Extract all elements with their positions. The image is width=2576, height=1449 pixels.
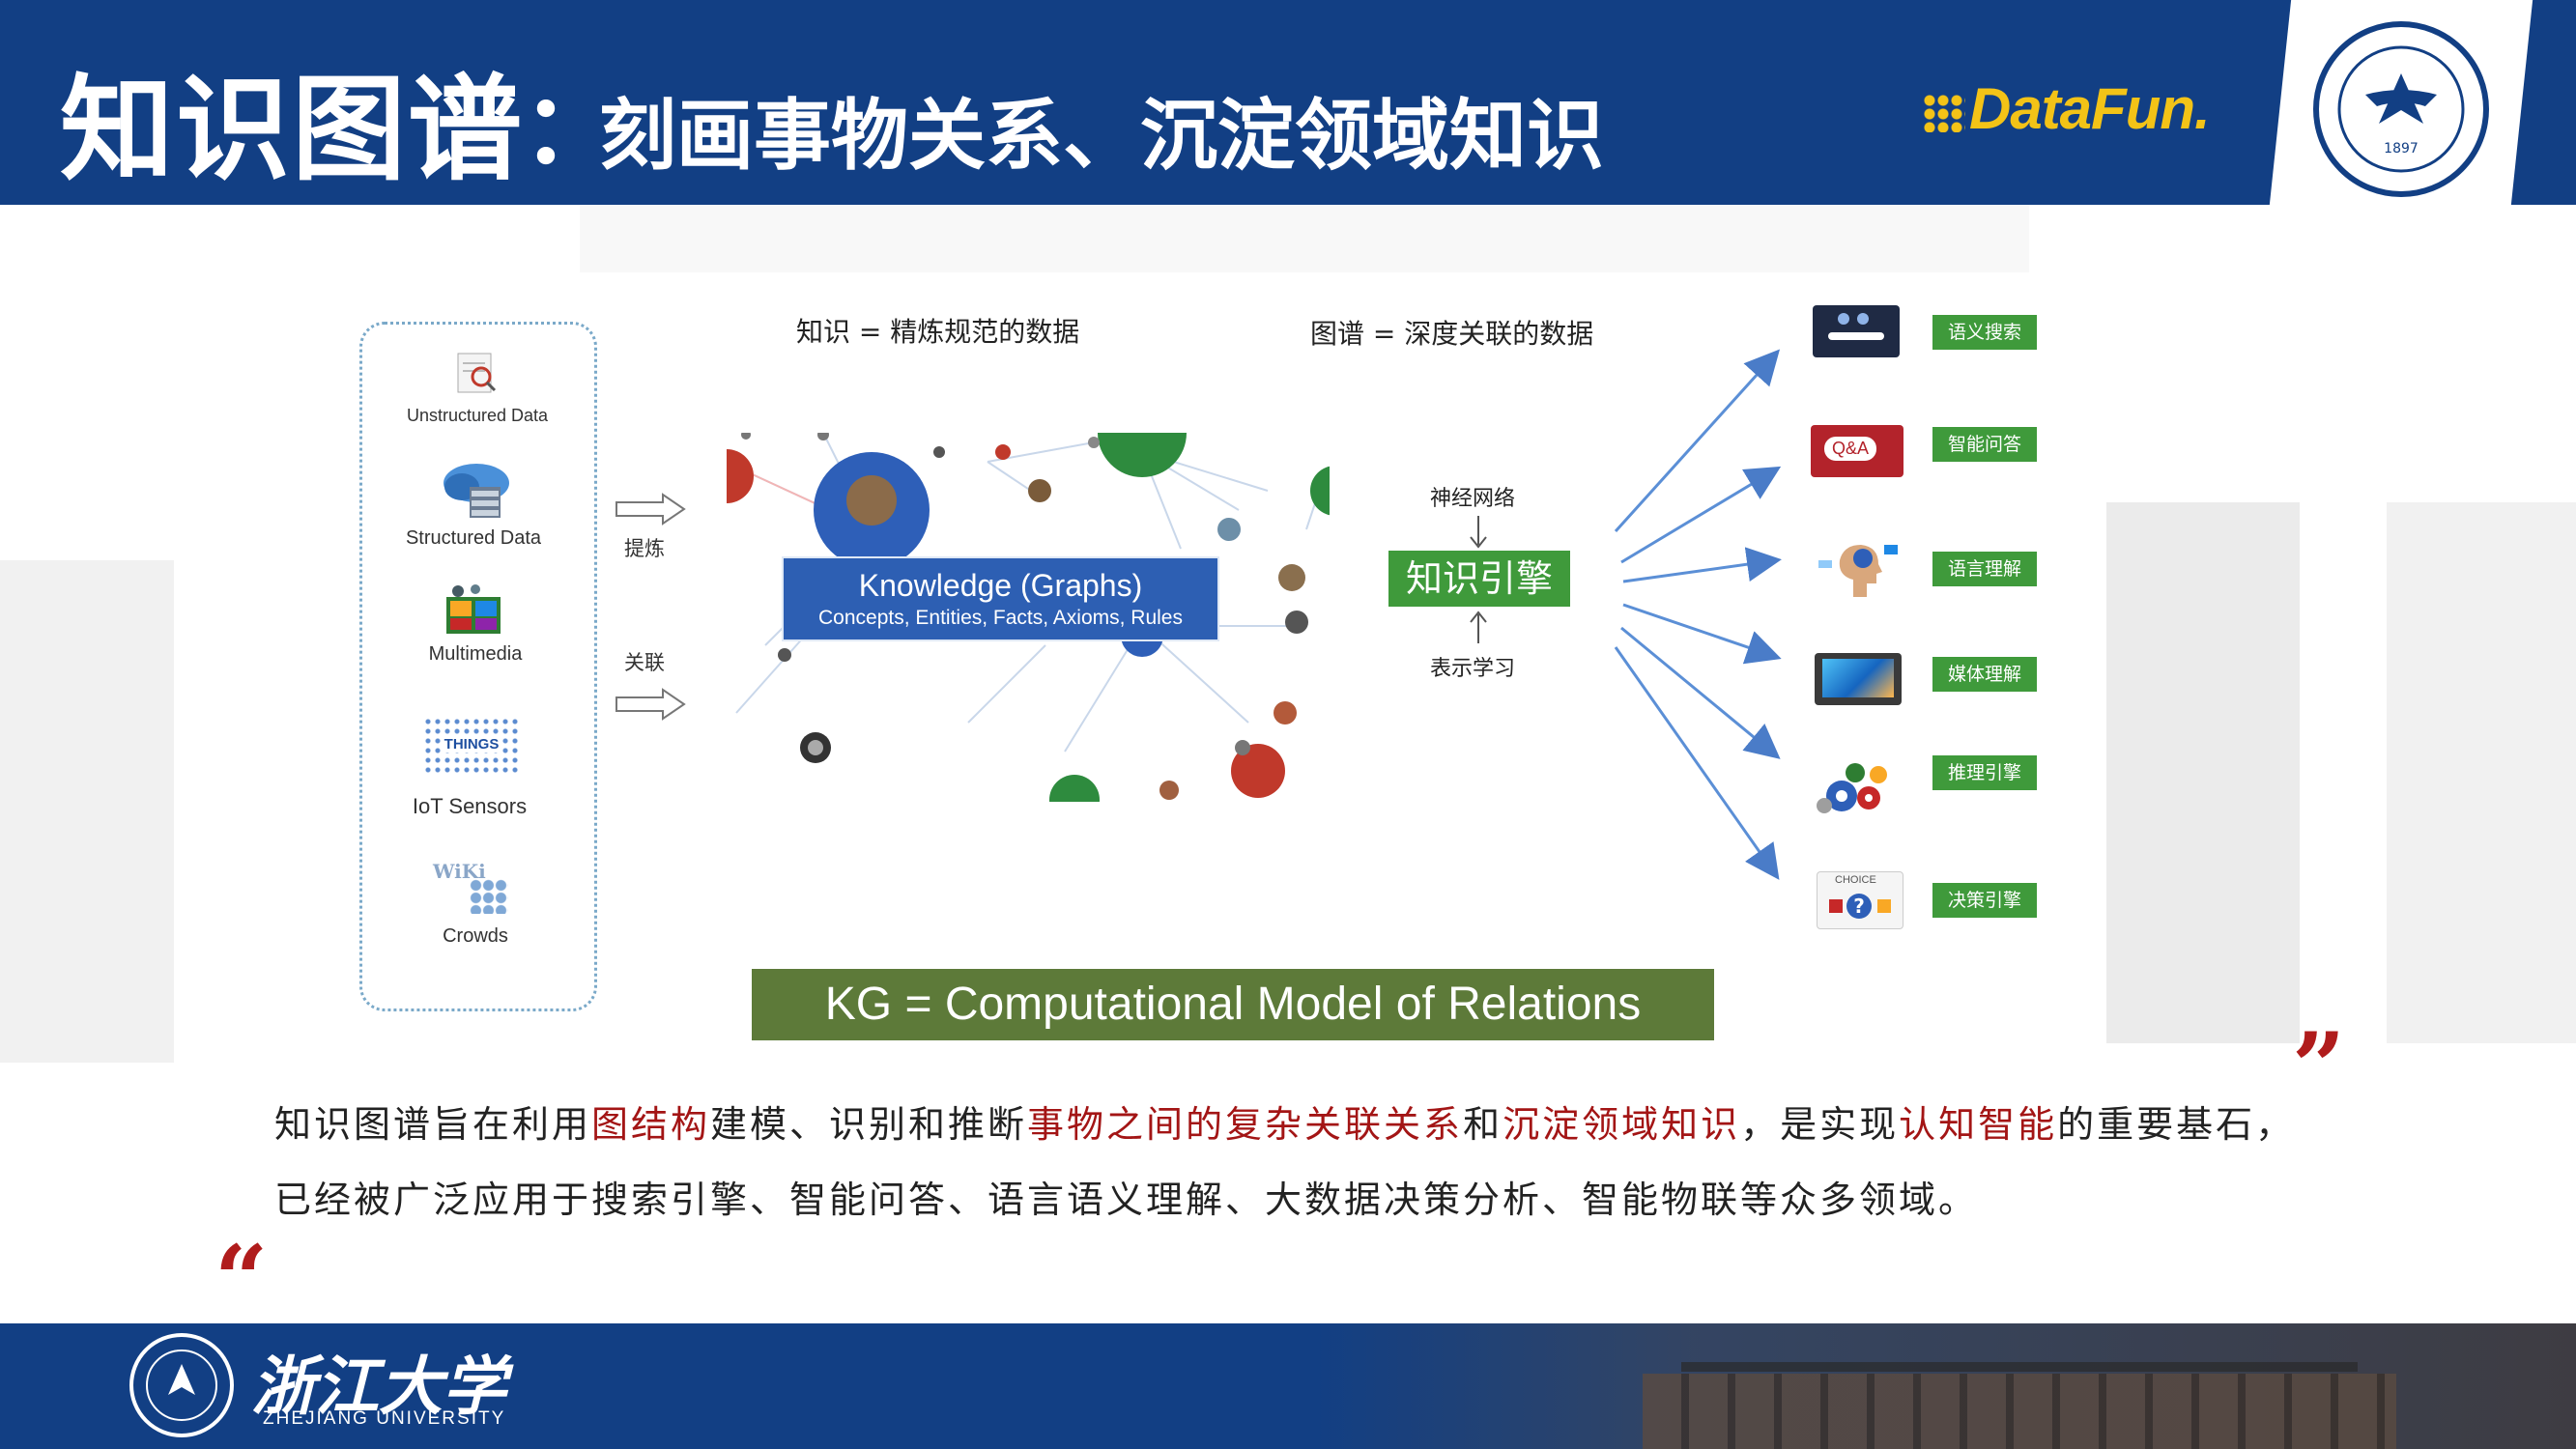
cloud-database-icon xyxy=(433,458,520,526)
background-roof xyxy=(580,205,2029,272)
iot-icon-text: THINGS xyxy=(442,736,502,753)
head-brain-icon xyxy=(1815,541,1902,599)
search-screen-icon xyxy=(1813,305,1900,357)
footer-university-name-en: ZHEJIANG UNIVERSITY xyxy=(263,1408,505,1430)
summary-highlight-cognitive-intelligence: 认知智能 xyxy=(1899,1103,2057,1146)
footer-building-image xyxy=(1314,1323,2576,1449)
graph-definition: 图谱 = 深度关联的数据 xyxy=(1310,313,1593,352)
background-pillar xyxy=(0,560,174,1063)
knowledge-definition: 知识 = 精炼规范的数据 xyxy=(796,311,1079,350)
link-arrow-icon xyxy=(615,688,686,721)
summary-highlight-graph-structure: 图结构 xyxy=(591,1103,710,1146)
choice-icon: CHOICE ? xyxy=(1817,871,1903,929)
iot-things-icon: THINGS xyxy=(423,717,520,777)
media-screen-icon xyxy=(1815,653,1902,705)
source-label-unstructured: Unstructured Data xyxy=(371,406,584,426)
summary-text-3: 和 xyxy=(1463,1103,1503,1146)
summary-text-1: 知识图谱旨在利用 xyxy=(274,1103,591,1146)
page-title: 知识图谱 xyxy=(60,37,524,202)
source-label-iot: IoT Sensors xyxy=(363,794,576,819)
datafun-logo-text: DataFun. xyxy=(1969,76,2210,141)
representation-learning-label: 表示学习 xyxy=(1430,651,1515,682)
background-pillar xyxy=(2106,502,2300,1043)
knowledge-graphs-box: Knowledge (Graphs) Concepts, Entities, F… xyxy=(782,556,1219,641)
down-arrow-icon xyxy=(1469,516,1488,549)
source-label-structured: Structured Data xyxy=(367,527,580,550)
background-pillar xyxy=(2387,502,2576,1043)
app-label-language-understanding: 语言理解 xyxy=(1932,552,2037,586)
wiki-crowd-icon: WiKi xyxy=(431,860,518,918)
neural-network-label: 神经网络 xyxy=(1430,481,1515,512)
zju-seal-icon: 1897 xyxy=(2309,17,2493,201)
reasoning-gears-icon xyxy=(1813,759,1900,817)
summary-highlight-domain-knowledge: 沉淀领域知识 xyxy=(1503,1103,1740,1146)
summary-highlight-complex-relations: 事物之间的复杂关联关系 xyxy=(1027,1103,1463,1146)
open-quote-mark: “ xyxy=(215,1225,268,1334)
kg-box-title: Knowledge (Graphs) xyxy=(784,568,1217,604)
source-label-multimedia: Multimedia xyxy=(369,643,582,666)
application-arrows xyxy=(1604,338,1797,889)
qa-bubble-icon: Q&A xyxy=(1811,425,1903,477)
summary-text-4: ，是实现 xyxy=(1740,1103,1899,1146)
page-subtitle: 刻画事物关系、沉淀领域知识 xyxy=(599,73,1604,185)
datafun-dots-icon xyxy=(1923,94,1965,132)
datafun-logo: DataFun. xyxy=(1923,75,2210,142)
refine-label: 提炼 xyxy=(624,533,665,562)
refine-arrow-icon xyxy=(615,493,686,526)
kg-box-subtitle: Concepts, Entities, Facts, Axioms, Rules xyxy=(784,607,1217,630)
summary-paragraph: 知识图谱旨在利用图结构建模、识别和推断事物之间的复杂关联关系和沉淀领域知识，是实… xyxy=(274,1087,2313,1237)
summary-text-2: 建模、识别和推断 xyxy=(710,1103,1027,1146)
up-arrow-icon xyxy=(1469,611,1488,643)
app-label-reasoning-engine: 推理引擎 xyxy=(1932,755,2037,790)
link-label: 关联 xyxy=(624,647,665,676)
app-label-decision-engine: 决策引擎 xyxy=(1932,883,2037,918)
app-label-media-understanding: 媒体理解 xyxy=(1932,657,2037,692)
choice-icon-text: CHOICE xyxy=(1835,874,1876,886)
seal-year: 1897 xyxy=(2384,141,2419,156)
app-label-semantic-search: 语义搜索 xyxy=(1932,315,2037,350)
multimedia-icon xyxy=(437,583,514,639)
document-search-icon xyxy=(437,350,514,398)
kg-definition-banner: KG = Computational Model of Relations xyxy=(752,969,1714,1040)
qa-icon-text: Q&A xyxy=(1824,437,1876,461)
footer-zju-seal-icon xyxy=(128,1331,236,1439)
source-label-crowds: Crowds xyxy=(369,925,582,948)
knowledge-engine-box: 知识引擎 xyxy=(1388,551,1570,607)
app-label-qa: 智能问答 xyxy=(1932,427,2037,462)
